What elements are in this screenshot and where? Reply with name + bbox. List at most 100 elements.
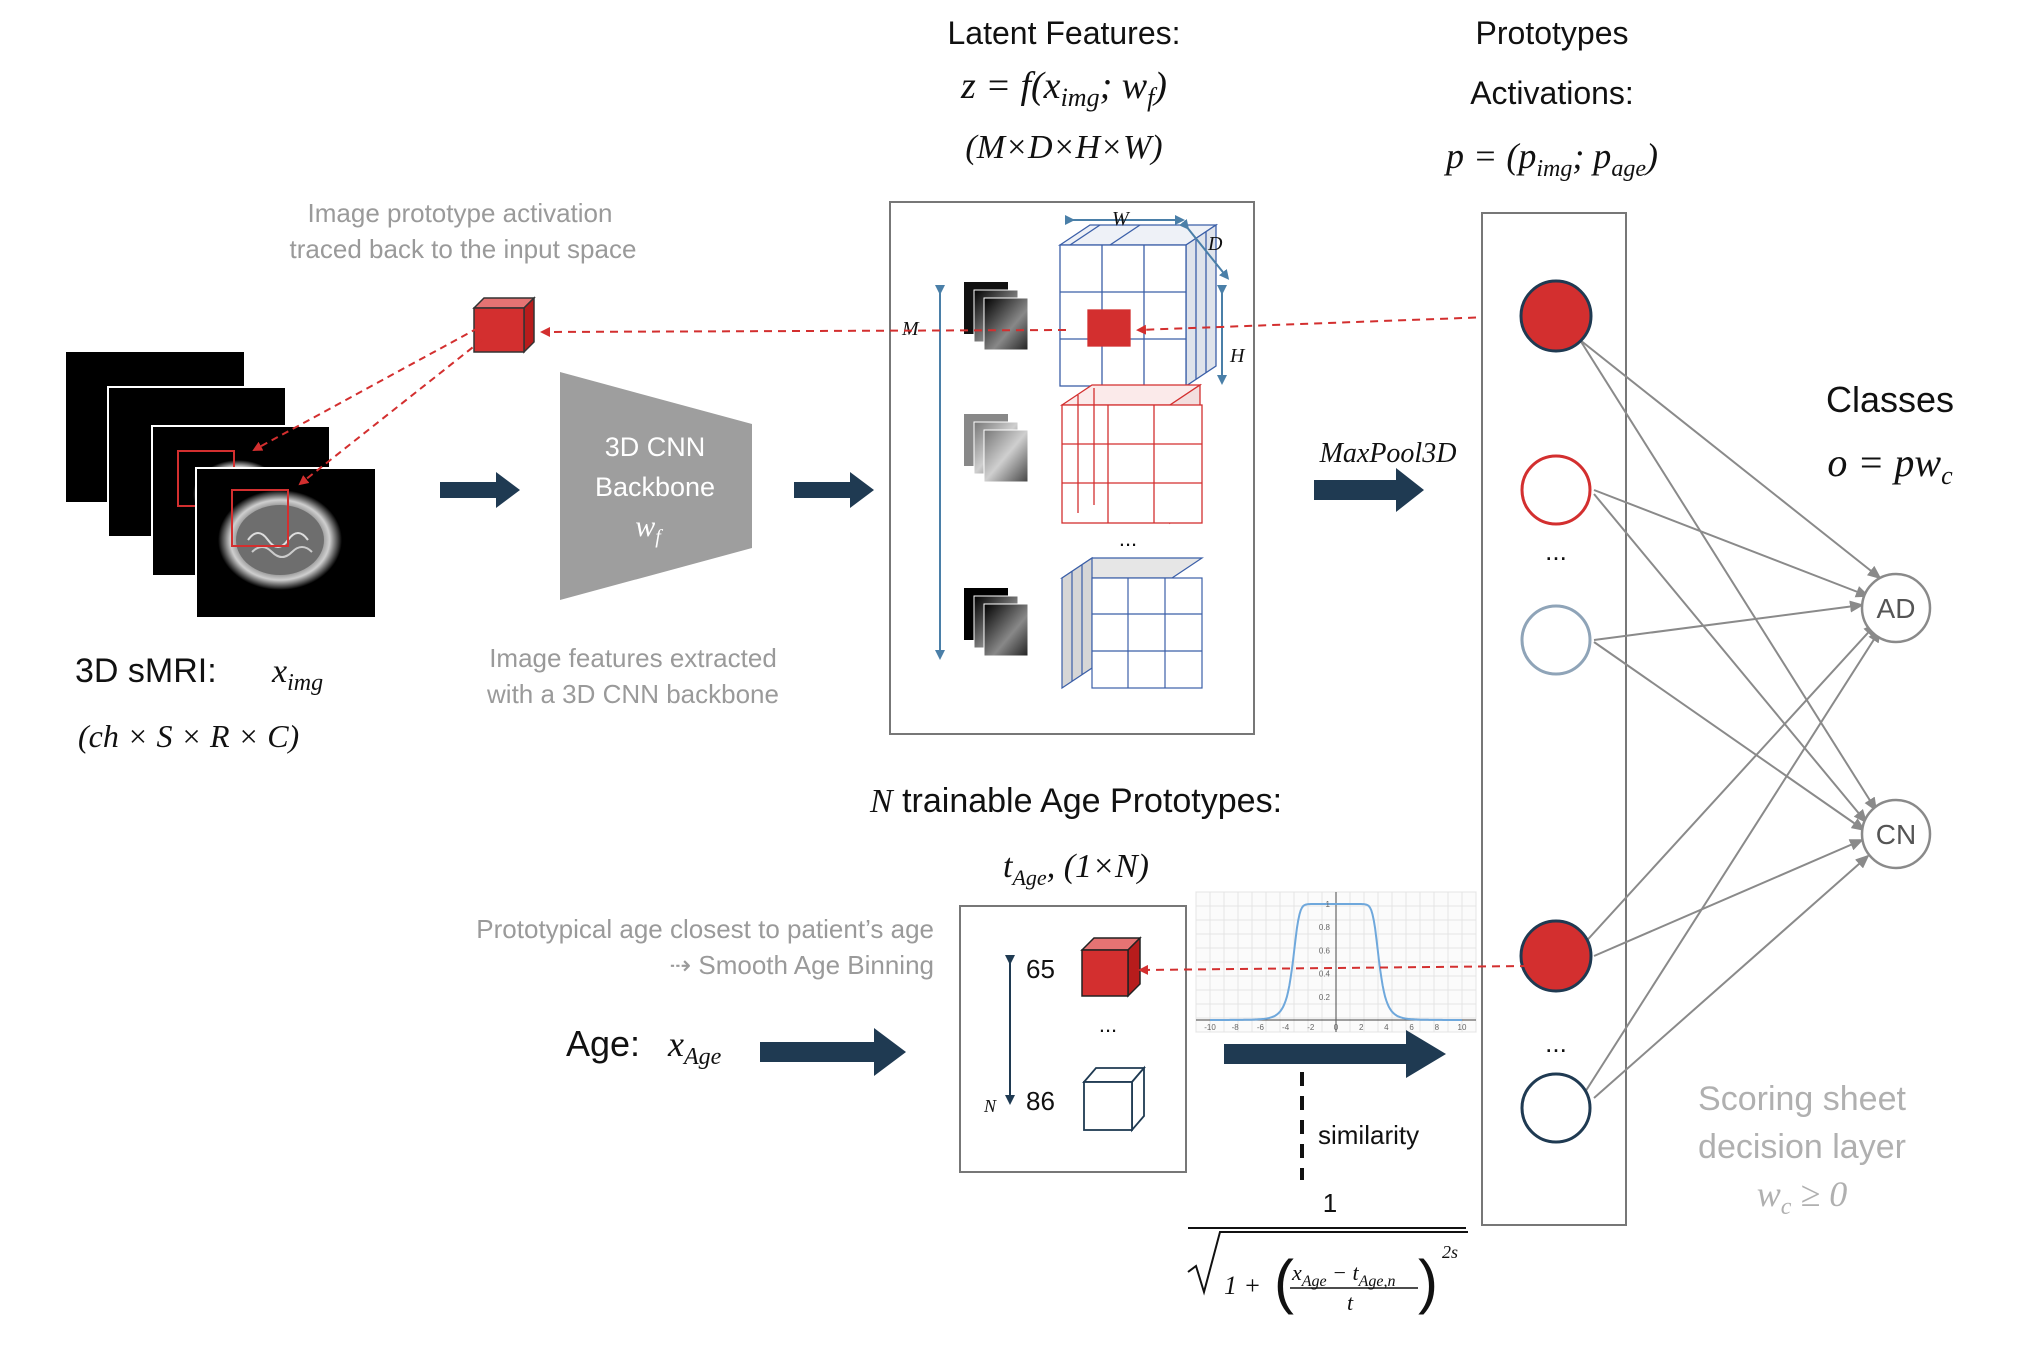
latent-d-axis: [1178, 218, 1230, 280]
traced-cube-icon: [472, 296, 536, 354]
prototypes-title-line2: Activations:: [1470, 75, 1634, 111]
formula-numerator: 1: [1323, 1188, 1337, 1218]
backbone-line1: 3D CNN: [605, 432, 706, 462]
age-prototype-box: [959, 905, 1187, 1173]
plot-x-tick: -8: [1232, 1023, 1240, 1032]
formula-paren-left: (: [1274, 1248, 1294, 1315]
class-node-cn: [1860, 798, 1932, 870]
plot-y-tick: 1: [1326, 900, 1331, 909]
plot-x-tick: 8: [1435, 1023, 1440, 1032]
plot-y-tick: 0.6: [1319, 946, 1331, 955]
latent-w-label: W: [1112, 208, 1131, 230]
plot-x-tick: 10: [1458, 1023, 1467, 1032]
formula-den-one: 1 +: [1224, 1271, 1261, 1300]
prototype-node-img-active: [1519, 279, 1593, 353]
latent-d-label: D: [1207, 233, 1223, 255]
plot-x-tick: -2: [1307, 1023, 1315, 1032]
backbone-line2: Backbone: [595, 472, 715, 502]
age-proto-first: 65: [1026, 954, 1055, 984]
latent-title: Latent Features:: [947, 15, 1180, 51]
classes-title: Classes: [1826, 379, 1954, 420]
plot-y-tick: 0.8: [1319, 923, 1331, 932]
age-title: N trainable Age Prototypes:: [869, 782, 1282, 820]
plot-x-tick: -6: [1257, 1023, 1265, 1032]
arrow-input-to-backbone: [440, 472, 520, 508]
prototypes-formula: p = (pimg; page): [1443, 136, 1658, 182]
age-annotation-line1: Prototypical age closest to patient’s ag…: [476, 914, 934, 944]
mri-stack: [66, 352, 377, 619]
arrow-backbone-to-latent: [794, 472, 874, 508]
plot-x-tick: 2: [1359, 1023, 1364, 1032]
decision-line1: Scoring sheet: [1698, 1080, 1906, 1118]
decision-connections: [1579, 339, 1882, 1101]
prototype-node-img-2: [1520, 454, 1592, 526]
latent-ellipsis: ...: [1119, 526, 1137, 551]
formula-paren-right: ): [1418, 1248, 1438, 1315]
plot-y-tick: 0.2: [1319, 993, 1331, 1002]
formula-den-t: t: [1347, 1290, 1354, 1315]
class-label-ad: AD: [1877, 593, 1916, 624]
trace-line-2: [298, 339, 483, 486]
prototypes-title-line1: Prototypes: [1476, 15, 1629, 51]
latent-patch-3: [964, 588, 1029, 657]
latent-dims: (M×D×H×W): [965, 129, 1162, 166]
age-n-label: N: [983, 1096, 997, 1116]
prototype-node-img-last: [1520, 604, 1592, 676]
age-input-label: Age:: [566, 1023, 640, 1064]
age-proto-cube-active: [1080, 936, 1142, 998]
decision-line2: decision layer: [1698, 1128, 1906, 1166]
plot-x-tick: -4: [1282, 1023, 1290, 1032]
arrow-age-input: [760, 1028, 906, 1076]
age-proto-ellipsis: ...: [1099, 1012, 1117, 1037]
prototype-node-age-active: [1519, 919, 1593, 993]
class-node-ad: [1860, 572, 1932, 644]
latent-cube-3: [1060, 556, 1204, 690]
trace-line-1: [252, 327, 479, 451]
plot-y-tick: 0.4: [1319, 970, 1331, 979]
latent-formula: z = f(ximg; wf): [960, 65, 1167, 112]
input-var: ximg: [271, 653, 323, 696]
formula-exponent: 2s: [1442, 1242, 1458, 1262]
activation-to-latent-line: [1136, 315, 1519, 335]
age-activation-line: [1138, 964, 1529, 975]
age-proto-last: 86: [1026, 1086, 1055, 1116]
input-dims: (ch × S × R × C): [78, 718, 299, 754]
features-annotation-line2: with a 3D CNN backbone: [486, 679, 779, 709]
arrow-similarity: [1224, 1030, 1446, 1078]
prototypes-box: [1481, 212, 1627, 1226]
trace-annotation-line2: traced back to the input space: [290, 234, 637, 264]
similarity-curve: [1210, 903, 1462, 1021]
age-annotation-line2: ⇢ Smooth Age Binning: [669, 950, 934, 980]
similarity-plot: -10 -8 -6 -4 -2 0 2 4 6 8 10 1 0.8 0.6 0.4 0.2: [1195, 891, 1477, 1033]
prototypes-ellipsis-top: ...: [1545, 536, 1567, 566]
classes-formula: o = pwc: [1827, 440, 1953, 490]
features-annotation-line1: Image features extracted: [489, 643, 777, 673]
plot-x-tick: 0: [1334, 1023, 1339, 1032]
similarity-label: similarity: [1318, 1120, 1419, 1150]
age-input-var: xAge: [667, 1024, 722, 1070]
age-t-formula: tAge, (1×N): [1003, 848, 1149, 890]
class-label-cn: CN: [1876, 819, 1916, 850]
trace-annotation-line1: Image prototype activation: [308, 198, 613, 228]
maxpool-label: MaxPool3D: [1319, 438, 1457, 469]
formula-den-top: xAge − tAge,n: [1291, 1260, 1395, 1290]
backbone-var: wf: [635, 510, 663, 548]
arrow-maxpool: [1314, 468, 1424, 512]
decision-formula: wc ≥ 0: [1757, 1174, 1847, 1220]
latent-h-label: H: [1229, 345, 1246, 367]
similarity-formula: 1 1 + ( xAge − tAge,n t ) 2s: [1187, 1188, 1468, 1315]
plot-x-tick: -10: [1204, 1023, 1216, 1032]
plot-x-tick: 6: [1409, 1023, 1414, 1032]
latent-to-traced-line: [540, 326, 1067, 337]
latent-cube-2: [1059, 383, 1203, 525]
prototype-node-age-last: [1520, 1072, 1592, 1144]
latent-patch-2: [964, 414, 1029, 483]
latent-patch-1: [964, 282, 1029, 351]
plot-x-tick: 4: [1384, 1023, 1389, 1032]
age-proto-cube-last: [1082, 1065, 1146, 1133]
backbone-trapezoid: [560, 372, 752, 600]
input-label: 3D sMRI:: [75, 652, 217, 690]
latent-cube-1: [1057, 223, 1219, 388]
latent-m-label: M: [901, 318, 920, 340]
